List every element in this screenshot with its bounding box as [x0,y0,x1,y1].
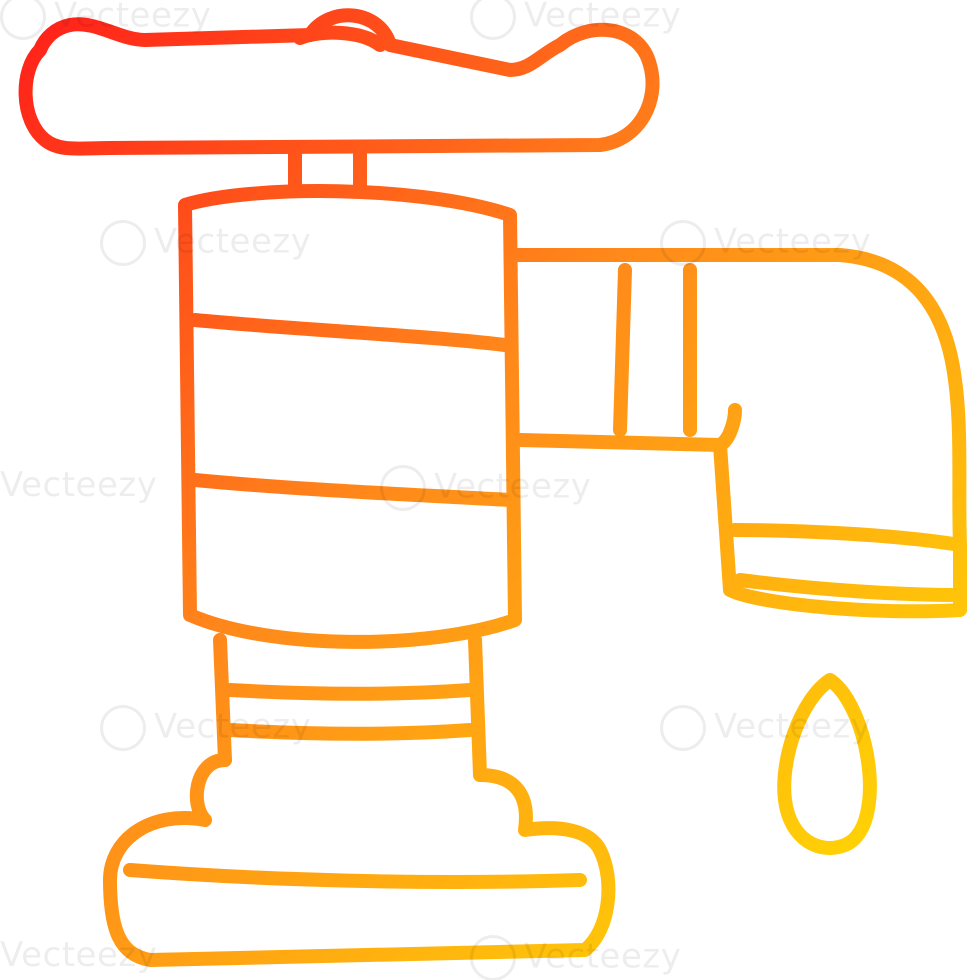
tap-body [178,184,522,649]
handle [18,8,660,156]
tap-spout [508,248,967,619]
tap-neck [213,633,487,782]
tap-base [103,753,616,967]
water-drip [777,673,877,855]
handle-stem [288,143,367,197]
